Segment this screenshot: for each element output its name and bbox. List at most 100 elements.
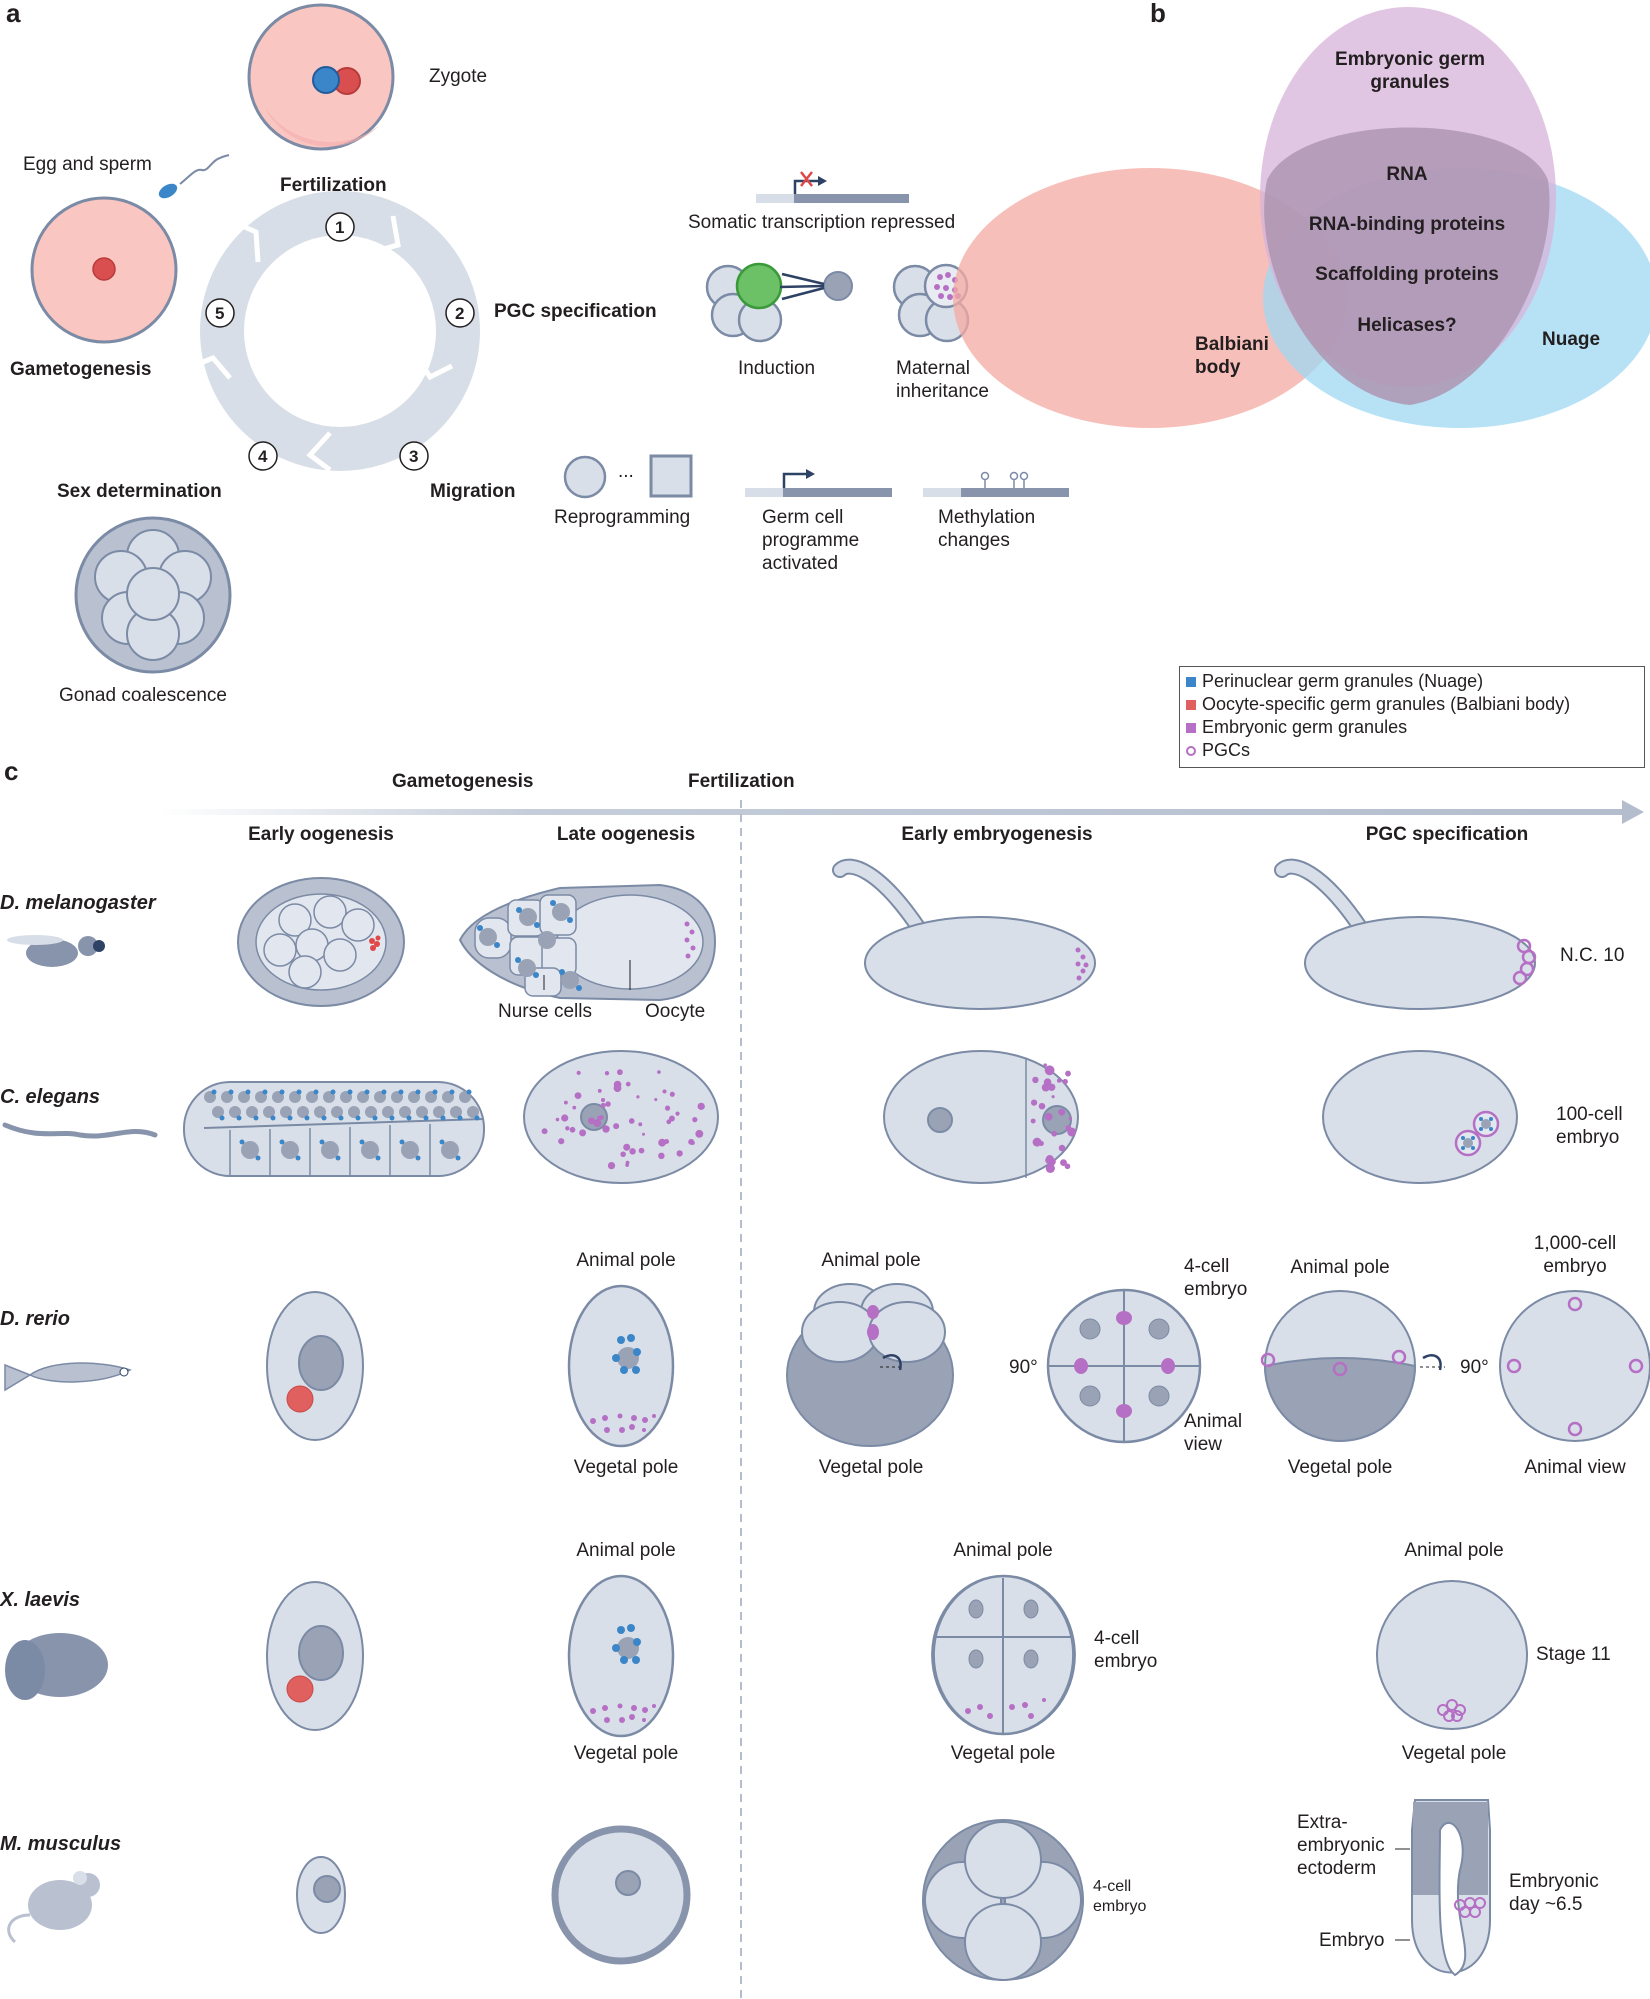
granule <box>658 1138 667 1147</box>
granule <box>228 1089 234 1095</box>
granule <box>642 1132 646 1136</box>
xenopus-four-cell <box>931 1574 1076 1736</box>
stage-gametogenesis-label: Gametogenesis <box>10 359 152 380</box>
granule <box>321 1115 327 1121</box>
stage-pgc-specification-label: PGC specification <box>494 301 657 322</box>
worm-icon <box>2 1122 158 1139</box>
zygote-label: Zygote <box>429 66 488 87</box>
granule <box>600 1102 606 1108</box>
fly-early-embryo <box>832 858 1096 1010</box>
stage-fertilization-label: Fertilization <box>280 175 387 196</box>
methylation-gene-icon <box>923 471 1069 497</box>
mouse-four-cell <box>922 1819 1084 1981</box>
mouse-four-cell-label: 4-cell embryo <box>1093 1878 1147 1915</box>
maternal-inheritance-label: Maternal inheritance <box>896 358 989 402</box>
granule <box>569 1126 576 1133</box>
zygote-cell <box>247 3 395 151</box>
zebrafish-late-oocyte <box>567 1284 675 1448</box>
granule <box>239 1139 245 1145</box>
granule <box>338 1115 344 1121</box>
granule <box>1069 1132 1074 1137</box>
legend-item-pgcs: PGCs <box>1186 739 1638 762</box>
granule <box>690 1140 695 1145</box>
granule <box>415 1089 421 1095</box>
nurse-cells-label: Nurse cells <box>498 1001 592 1022</box>
legend: Perinuclear germ granules (Nuage) Oocyte… <box>1179 666 1645 768</box>
granule <box>398 1089 404 1095</box>
legend-swatch-purple <box>1186 722 1196 733</box>
venn-diagram <box>953 7 1650 428</box>
activated-gene-icon <box>745 469 892 497</box>
granule <box>1030 1118 1036 1124</box>
induction-illustration <box>705 262 853 343</box>
granule <box>348 1106 360 1118</box>
granule <box>314 1106 326 1118</box>
induction-label: Induction <box>738 358 816 379</box>
fly-early-oocyte <box>237 877 405 1007</box>
xenopus-late-animal-pole: Animal pole <box>576 1540 676 1561</box>
granule <box>389 1115 395 1121</box>
zebrafish-early-embryo-side <box>786 1283 954 1447</box>
granule <box>245 1089 251 1095</box>
granule <box>270 1115 276 1121</box>
granule <box>600 1098 606 1103</box>
granule <box>416 1106 428 1118</box>
granule <box>574 1092 582 1100</box>
column-pgc-specification: PGC specification <box>1365 824 1529 845</box>
granule <box>297 1106 309 1118</box>
granule <box>335 1155 341 1161</box>
venn-label-embryonic: Embryonic germ granules <box>1335 49 1485 93</box>
granule <box>212 1106 224 1118</box>
venn-shared-rna: RNA <box>1386 164 1428 185</box>
granule <box>588 1117 595 1125</box>
granule <box>668 1115 675 1122</box>
rotation-label-1: 90° <box>1009 1357 1038 1378</box>
granule <box>604 1071 610 1076</box>
xenopus-embryo-vegetal-pole: Vegetal pole <box>950 1743 1056 1764</box>
xenopus-late-oocyte <box>567 1574 675 1738</box>
granule <box>361 1141 379 1159</box>
granule <box>287 1115 293 1121</box>
granule <box>375 1155 381 1161</box>
granule <box>1065 1125 1072 1131</box>
zebrafish-pgc-vegetal-pole: Vegetal pole <box>1287 1457 1393 1478</box>
granule <box>415 1155 421 1161</box>
egg-and-sperm-label: Egg and sperm <box>23 154 152 175</box>
granule <box>347 1089 353 1095</box>
venn-shared-scaffolding: Scaffolding proteins <box>1315 264 1499 285</box>
species-x-laevis: X. laevis <box>0 1589 81 1611</box>
granule <box>406 1115 412 1121</box>
granule <box>638 1147 645 1154</box>
granule <box>330 1089 336 1095</box>
granule <box>365 1106 377 1118</box>
xenopus-pgc-animal-pole: Animal pole <box>1404 1540 1504 1561</box>
stage-sex-determination-label: Sex determination <box>57 481 222 502</box>
granule <box>1068 1116 1073 1121</box>
stage-migration-label: Migration <box>430 481 516 502</box>
granule <box>1047 1083 1056 1091</box>
timeline-gametogenesis: Gametogenesis <box>392 771 534 792</box>
species-d-rerio: D. rerio <box>0 1308 71 1330</box>
granule <box>279 1089 285 1095</box>
granule <box>296 1089 302 1095</box>
granule <box>449 1089 455 1095</box>
granule <box>364 1089 370 1095</box>
granule <box>279 1139 285 1145</box>
granule <box>576 1070 581 1075</box>
granule <box>1043 1063 1047 1067</box>
step-number-2: 2 <box>455 304 465 323</box>
granule <box>372 1115 378 1121</box>
granule <box>1065 1070 1071 1077</box>
frog-icon <box>5 1633 108 1700</box>
zebrafish-icon <box>4 1362 132 1392</box>
granule <box>236 1115 242 1121</box>
worm-stage-label: 100-cell embryo <box>1556 1104 1623 1148</box>
fly-pgc-embryo <box>1274 858 1537 1010</box>
granule <box>572 1105 577 1110</box>
granule <box>616 1069 623 1076</box>
extraembryonic-ectoderm-label: Extra-embryonic ectoderm <box>1297 1812 1385 1879</box>
granule <box>629 1148 636 1155</box>
species-c-elegans: C. elegans <box>0 1086 101 1108</box>
venn-label-balbiani: Balbiani body <box>1195 334 1269 378</box>
panel-label-a: a <box>6 0 21 28</box>
